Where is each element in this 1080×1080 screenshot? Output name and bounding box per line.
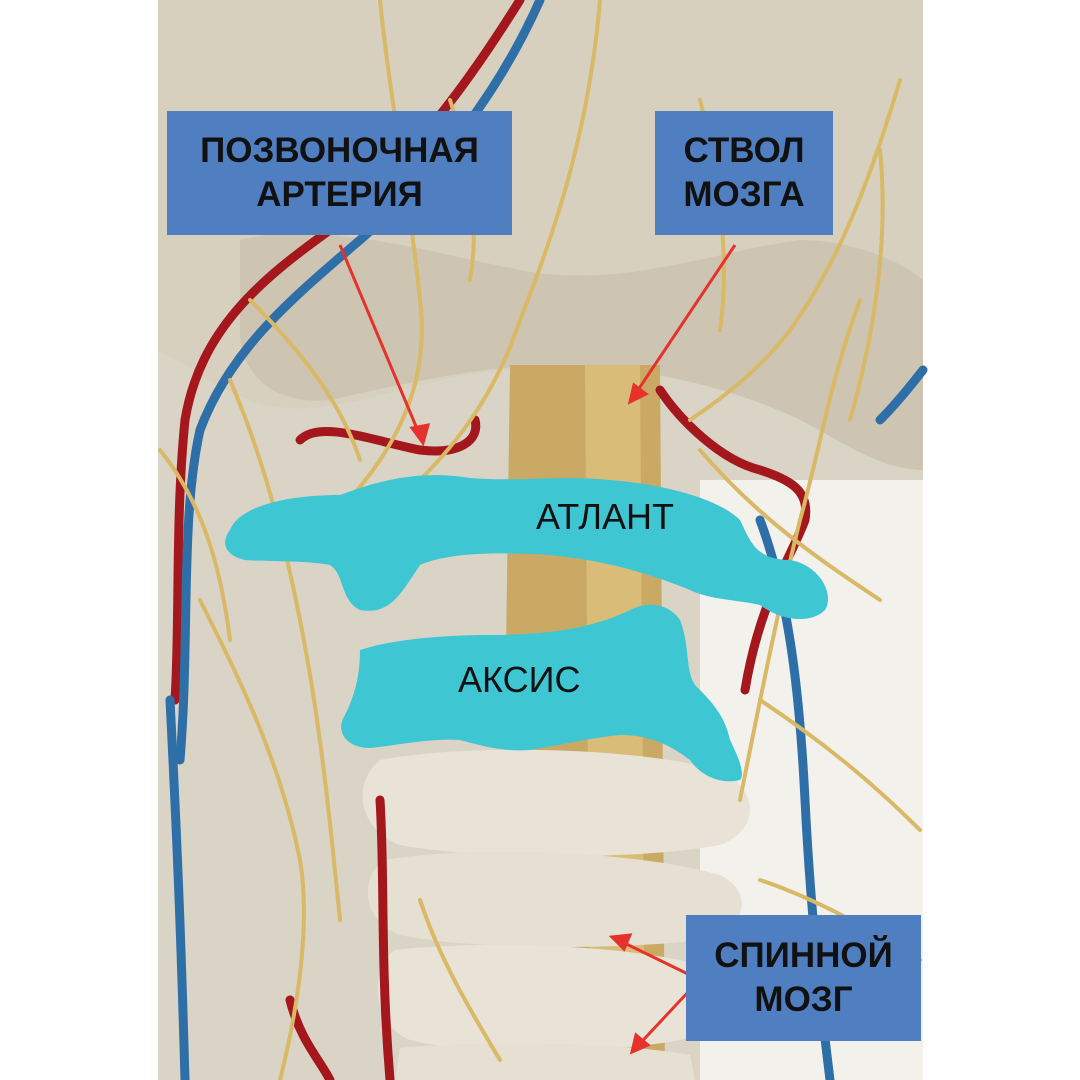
brain-stem-label: СТВОЛ МОЗГА [655,111,833,235]
arrowhead-vertebral-artery [409,423,431,447]
arrow-brain-stem [628,244,737,403]
vertebra-c5 [377,945,718,1052]
atlas-label: АТЛАНТ [536,496,675,537]
axis-vertebra [341,604,742,782]
arrow-vertebral-artery [338,244,425,444]
vertebral-artery-label: ПОЗВОНОЧНАЯ АРТЕРИЯ [167,111,512,235]
pointer-arrows [338,244,737,1055]
atlas-vertebra [225,475,829,620]
arrowhead-spinal-cord-lower [629,1032,651,1055]
vertebra-c6 [395,1043,695,1080]
vertebra-c3 [362,749,750,857]
axis-label: АКСИС [458,659,581,700]
skull-shadow [240,233,923,470]
arrowhead-spinal-cord-upper [608,933,633,952]
arrowhead-brain-stem [627,382,649,405]
vertebra-c4 [367,851,742,947]
spinal-cord-label: СПИННОЙ МОЗГ [686,915,921,1041]
